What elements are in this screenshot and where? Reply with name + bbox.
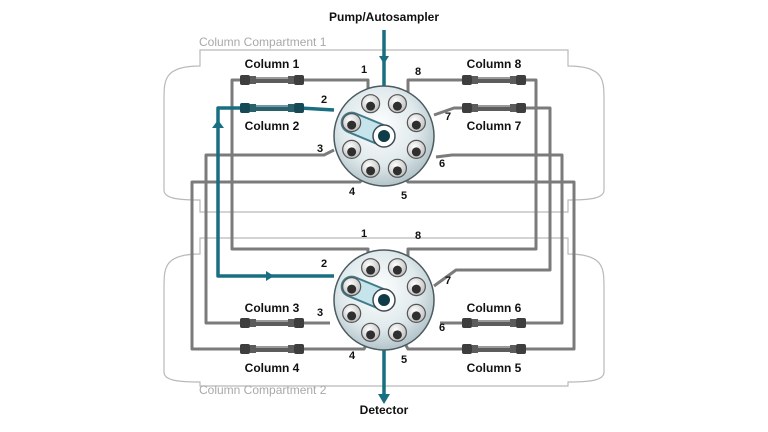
valve-port xyxy=(387,94,407,114)
port-number: 4 xyxy=(349,350,356,362)
valve-port xyxy=(342,113,362,133)
port-number: 7 xyxy=(445,275,451,287)
column-3-label: Column 3 xyxy=(245,301,300,315)
port-number: 6 xyxy=(439,158,445,170)
valve-port xyxy=(387,158,407,178)
valve-port xyxy=(361,258,381,278)
valve-lower xyxy=(333,249,435,351)
port-number: 1 xyxy=(361,64,367,76)
compartment-1-label: Column Compartment 1 xyxy=(199,35,327,49)
port-number: 7 xyxy=(445,111,451,123)
valve-port xyxy=(342,139,362,159)
valve-port xyxy=(387,258,407,278)
port-number: 4 xyxy=(349,186,356,198)
column-4-label: Column 4 xyxy=(245,361,300,375)
flow-arrows xyxy=(212,56,390,404)
column-4-cartridge xyxy=(240,344,304,354)
valve-port xyxy=(406,139,426,159)
valves xyxy=(333,85,435,351)
column-1-label: Column 1 xyxy=(245,57,300,71)
outlet-label: Detector xyxy=(360,403,409,417)
port-number: 5 xyxy=(401,354,407,366)
valve-port xyxy=(361,94,381,114)
port-number: 3 xyxy=(317,307,323,319)
outlet-arrow-icon xyxy=(378,394,390,404)
lower-inlet-arrow-icon xyxy=(266,271,274,281)
valve-port xyxy=(387,322,407,342)
column2-loop xyxy=(216,106,335,278)
port-number: 6 xyxy=(439,322,445,334)
compartment-outlines xyxy=(163,49,605,387)
port-number: 8 xyxy=(415,230,421,242)
valve-port xyxy=(361,322,381,342)
column-6-label: Column 6 xyxy=(467,301,522,315)
port-number: 5 xyxy=(401,190,407,202)
valve-port xyxy=(406,113,426,133)
inlet-arrow-icon xyxy=(379,56,389,64)
column-8-cartridge xyxy=(462,75,526,85)
valve-port xyxy=(406,303,426,323)
port-number: 2 xyxy=(321,258,327,270)
valve-upper xyxy=(333,85,435,187)
column-2-cartridge xyxy=(240,103,304,113)
port-number: 2 xyxy=(321,94,327,106)
port-numbers: 1 8 7 6 5 4 3 2 1 8 7 6 5 4 3 2 xyxy=(317,64,451,366)
column-1-cartridge xyxy=(240,75,304,85)
port-number: 1 xyxy=(361,228,367,240)
column-cartridges xyxy=(240,75,526,354)
valve-port xyxy=(342,277,362,297)
column-5-cartridge xyxy=(462,344,526,354)
column-7-label: Column 7 xyxy=(467,119,522,133)
column-5-label: Column 5 xyxy=(467,361,522,375)
column2-arrow-icon xyxy=(212,120,224,128)
column-6-cartridge xyxy=(462,318,526,328)
port-number: 8 xyxy=(415,66,421,78)
column-3-cartridge xyxy=(240,318,304,328)
inlet-label: Pump/Autosampler xyxy=(329,10,439,24)
column-8-label: Column 8 xyxy=(467,57,522,71)
column-2-label: Column 2 xyxy=(245,119,300,133)
column-7-cartridge xyxy=(462,103,526,113)
valve-port xyxy=(361,158,381,178)
valve-port xyxy=(406,277,426,297)
port-number: 3 xyxy=(317,143,323,155)
compartment-2-label: Column Compartment 2 xyxy=(199,383,327,397)
valve-port xyxy=(342,303,362,323)
